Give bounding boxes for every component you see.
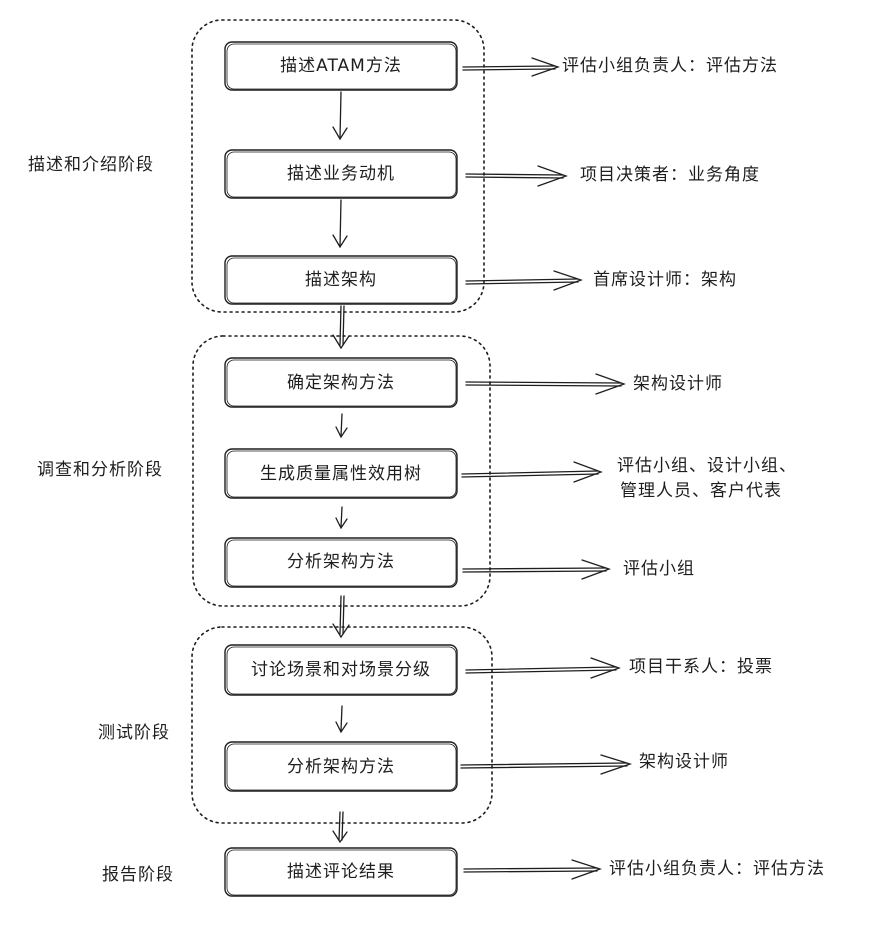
step-label: 确定架构方法 [287,373,395,393]
responsible-label: 评估小组 [623,559,695,579]
step-label: 描述架构 [305,270,377,290]
step-label: 生成质量属性效用树 [260,464,422,484]
responsibility-arrow [460,754,633,775]
flow-arrow [332,91,348,141]
responsibility-arrow [465,165,568,187]
flow-arrow [335,705,348,734]
phase-label-describe: 描述和介绍阶段 [28,155,154,175]
flow-arrow [335,413,348,439]
step-box-prioritize-scenarios: 讨论场景和对场景分级 [224,644,458,696]
flow-arrow [332,199,348,249]
responsible-label: 架构设计师 [633,374,723,394]
responsibility-arrow [461,461,603,483]
responsible-label: 首席设计师：架构 [593,270,737,290]
step-label: 描述评论结果 [287,862,395,882]
phase-group-investigate [192,335,491,607]
responsibility-arrow [462,57,560,77]
flow-arrow [332,595,350,639]
responsibility-arrow [465,373,626,395]
step-box-utility-tree: 生成质量属性效用树 [224,448,458,499]
step-label: 分析架构方法 [287,552,395,572]
step-box-present-results: 描述评论结果 [224,847,458,897]
responsibility-arrow [462,559,611,580]
step-box-analyze-approaches: 分析架构方法 [224,537,458,588]
phase-label-investigate: 调查和分析阶段 [37,460,163,480]
step-box-describe-business: 描述业务动机 [224,149,458,199]
responsible-label: 项目干系人：投票 [629,657,773,677]
responsible-label: 评估小组负责人：评估方法 [609,859,825,879]
flow-arrow [335,506,348,530]
responsible-label: 管理人员、客户代表 [620,481,782,501]
responsible-label: 评估小组负责人：评估方法 [562,56,778,76]
phase-label-test: 测试阶段 [98,723,170,743]
step-label: 描述业务动机 [287,164,395,184]
responsible-label: 评估小组、设计小组、 [617,456,797,476]
phase-group-describe [191,19,485,313]
responsible-label: 项目决策者：业务角度 [580,165,760,185]
phase-label-report: 报告阶段 [102,865,174,885]
flow-arrow [332,811,348,844]
step-label: 分析架构方法 [287,757,395,777]
step-label: 讨论场景和对场景分级 [251,660,431,680]
responsible-label: 架构设计师 [639,752,729,772]
responsibility-arrow [465,270,583,291]
step-box-describe-atam: 描述ATAM方法 [224,41,458,91]
flow-arrow [332,305,350,350]
responsibility-arrow [465,657,621,679]
step-label: 描述ATAM方法 [280,56,402,76]
responsibility-arrow [463,859,603,880]
step-box-describe-architecture: 描述架构 [224,255,458,305]
step-box-analyze-approaches-2: 分析架构方法 [224,741,458,792]
step-box-identify-approaches: 确定架构方法 [224,357,458,408]
